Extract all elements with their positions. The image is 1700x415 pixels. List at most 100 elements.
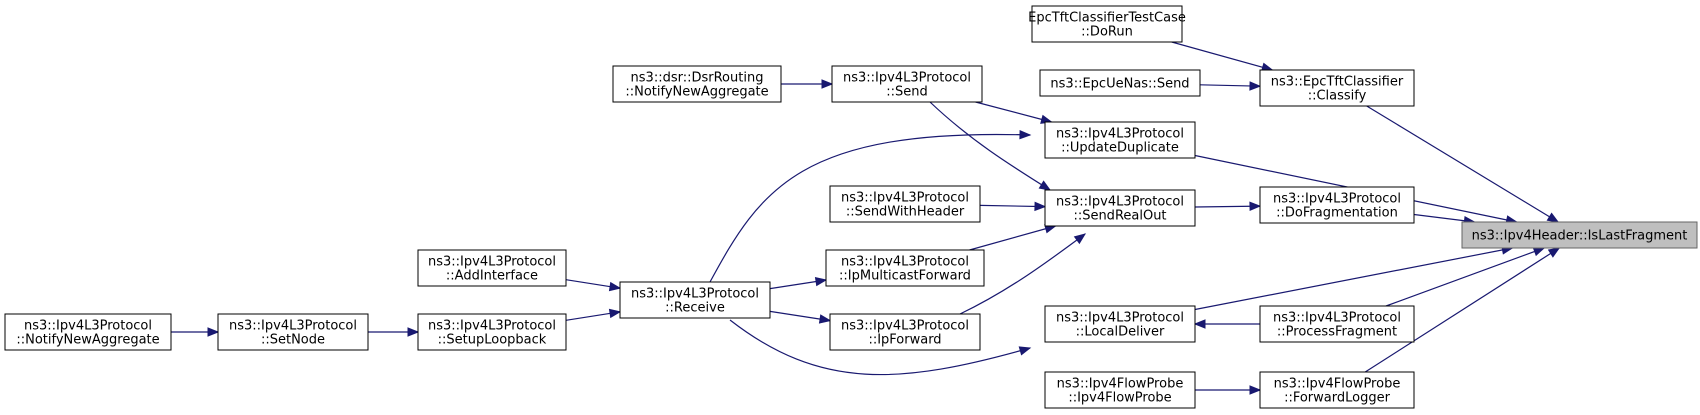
node-procfrag[interactable]: ns3::Ipv4L3Protocol::ProcessFragment <box>1259 305 1415 343</box>
node-label: ns3::Ipv4L3Protocol <box>1273 311 1401 326</box>
arrowhead <box>1073 233 1087 245</box>
node-label: ns3::Ipv4FlowProbe <box>1057 377 1184 392</box>
node-box <box>1044 121 1196 159</box>
node-box <box>1044 305 1196 343</box>
call-edge-procfrag-to-root <box>1385 247 1546 307</box>
node-label: ::SendRealOut <box>1073 209 1166 224</box>
arrowhead <box>407 327 420 337</box>
node-ipmcast[interactable]: ns3::Ipv4L3Protocol::IpMulticastForward <box>825 249 985 287</box>
call-nodes: ns3::Ipv4Header::IsLastFragment ns3::EpcT… <box>4 5 1698 409</box>
node-send[interactable]: ns3::Ipv4L3Protocol::Send <box>831 65 983 103</box>
call-edge-epc_classify-to-root <box>1366 105 1560 223</box>
node-label: ::DoFragmentation <box>1276 206 1398 221</box>
node-label: ns3::Ipv4L3Protocol <box>841 255 969 270</box>
call-edge-send-to-updatedup <box>975 101 1053 124</box>
call-edge-sendwithheader-to-sendrealout <box>979 201 1047 212</box>
node-label: ::Receive <box>665 301 725 316</box>
node-label: ::DoRun <box>1081 25 1133 40</box>
node-label: ns3::Ipv4L3Protocol <box>841 191 969 206</box>
node-label: ns3::Ipv4L3Protocol <box>1273 192 1401 207</box>
node-box <box>619 281 771 319</box>
call-edges <box>171 41 1561 395</box>
node-epc-classify[interactable]: ns3::EpcTftClassifier::Classify <box>1259 69 1415 107</box>
node-localdeliver[interactable]: ns3::Ipv4L3Protocol::LocalDeliver <box>1044 305 1196 343</box>
edge-line <box>1364 247 1560 373</box>
node-box <box>417 249 567 287</box>
call-edge-receive-to-localdeliver <box>729 319 1032 376</box>
node-fwdlogger[interactable]: ns3::Ipv4FlowProbe::ForwardLogger <box>1259 371 1415 409</box>
node-addif[interactable]: ns3::Ipv4L3Protocol::AddInterface <box>417 249 567 287</box>
node-box <box>825 249 985 287</box>
edge-line <box>969 225 1056 251</box>
node-label: ::ProcessFragment <box>1277 325 1397 340</box>
call-edge-epc_testcase-to-epc_classify <box>1171 41 1274 72</box>
node-label: ns3::Ipv4L3Protocol <box>428 255 556 270</box>
node-box <box>612 65 782 103</box>
node-notifyagg[interactable]: ns3::Ipv4L3Protocol::NotifyNewAggregate <box>4 313 172 351</box>
arrowhead <box>608 281 622 292</box>
node-box <box>1259 305 1415 343</box>
arrowhead <box>1193 319 1206 329</box>
node-sendrealout[interactable]: ns3::Ipv4L3Protocol::SendRealOut <box>1044 189 1196 227</box>
call-edge-ipmcast-to-sendrealout <box>969 224 1057 251</box>
node-label: ::ForwardLogger <box>1284 391 1391 406</box>
arrowhead <box>1019 129 1032 140</box>
call-edge-setnode-to-loopback <box>368 327 420 337</box>
arrowhead <box>1249 385 1262 395</box>
edge-line <box>975 101 1052 123</box>
node-label: ::UpdateDuplicate <box>1061 141 1179 156</box>
node-label: ::SetNode <box>261 333 325 348</box>
node-epcuenas[interactable]: ns3::EpcUeNas::Send <box>1039 69 1201 97</box>
call-edge-notifyagg-to-setnode <box>171 327 220 337</box>
node-loopback[interactable]: ns3::Ipv4L3Protocol::SetupLoopback <box>417 313 567 351</box>
arrowhead <box>818 314 832 324</box>
arrowhead <box>821 79 834 89</box>
edge-line <box>959 233 1086 315</box>
node-label: ns3::Ipv4L3Protocol <box>1056 127 1184 142</box>
node-epc-testcase[interactable]: EpcTftClassifierTestCase::DoRun <box>1028 5 1186 43</box>
node-label: ::AddInterface <box>446 269 538 284</box>
node-box <box>1259 69 1415 107</box>
node-label: ns3::Ipv4FlowProbe <box>1274 377 1401 392</box>
node-label: ns3::Ipv4L3Protocol <box>841 319 969 334</box>
node-ipfwd[interactable]: ns3::Ipv4L3Protocol::IpForward <box>829 313 981 351</box>
edge-line <box>979 204 1046 208</box>
arrowhead <box>608 308 622 319</box>
edge-line <box>729 319 1031 376</box>
node-sendwithheader[interactable]: ns3::Ipv4L3Protocol::SendWithHeader <box>829 185 981 223</box>
node-box <box>217 313 369 351</box>
node-dsr[interactable]: ns3::dsr::DsrRouting::NotifyNewAggregate <box>612 65 782 103</box>
call-edge-receive-to-ipmcast <box>769 276 828 290</box>
edge-line <box>1194 247 1513 311</box>
node-label: ns3::EpcTftClassifier <box>1271 75 1404 90</box>
node-label: ns3::Ipv4L3Protocol <box>843 71 971 86</box>
edge-line <box>1366 105 1559 223</box>
arrowhead <box>1038 180 1052 191</box>
node-label: ::Ipv4FlowProbe <box>1068 391 1171 406</box>
node-label: ns3::Ipv4L3Protocol <box>428 319 556 334</box>
node-label: ::NotifyNewAggregate <box>625 85 768 100</box>
node-label: ns3::Ipv4L3Protocol <box>631 287 759 302</box>
node-label: ns3::Ipv4L3Protocol <box>229 319 357 334</box>
edge-line <box>709 133 1031 283</box>
call-edge-ipfwd-to-sendrealout <box>959 233 1087 315</box>
node-setnode[interactable]: ns3::Ipv4L3Protocol::SetNode <box>217 313 369 351</box>
node-dofrag[interactable]: ns3::Ipv4L3Protocol::DoFragmentation <box>1259 186 1415 224</box>
node-box <box>1039 69 1201 97</box>
node-label: ::Send <box>886 85 928 100</box>
call-edge-epcuenas-to-epc_classify <box>1199 81 1262 91</box>
node-label: ns3::Ipv4L3Protocol <box>1056 195 1184 210</box>
edge-line <box>1385 247 1545 307</box>
node-box <box>4 313 172 351</box>
node-label: ns3::dsr::DsrRouting <box>631 71 764 86</box>
arrowhead <box>1018 346 1032 356</box>
node-updatedup[interactable]: ns3::Ipv4L3Protocol::UpdateDuplicate <box>1044 121 1196 159</box>
node-root[interactable]: ns3::Ipv4Header::IsLastFragment <box>1461 221 1698 249</box>
node-box <box>1259 371 1415 409</box>
call-edge-localdeliver-to-root <box>1194 245 1514 311</box>
node-label: EpcTftClassifierTestCase <box>1028 11 1186 26</box>
node-box <box>1461 221 1698 249</box>
node-receive[interactable]: ns3::Ipv4L3Protocol::Receive <box>619 281 771 319</box>
node-flowprobe[interactable]: ns3::Ipv4FlowProbe::Ipv4FlowProbe <box>1044 371 1196 409</box>
call-edge-fwdlogger-to-root <box>1364 247 1561 373</box>
